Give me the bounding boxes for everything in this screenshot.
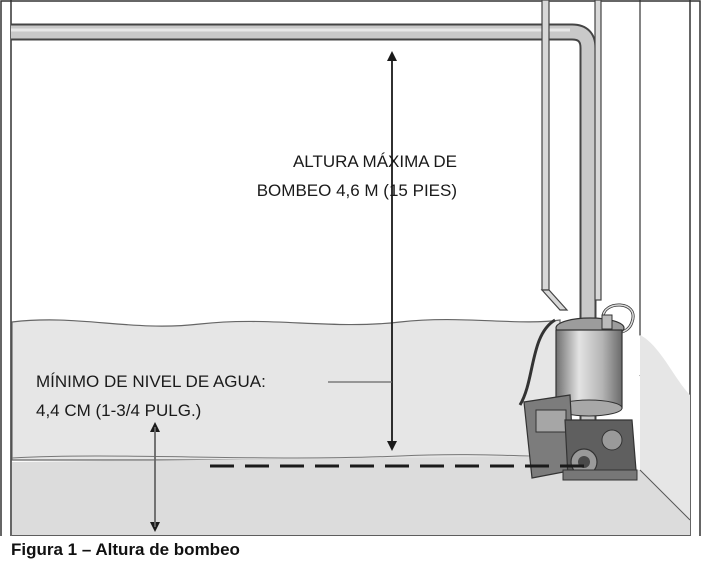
min-water-label-line1: MÍNIMO DE NIVEL DE AGUA: bbox=[36, 372, 266, 391]
submersible-pump bbox=[518, 303, 638, 481]
caption-bar bbox=[0, 536, 701, 564]
discharge-pipe bbox=[11, 23, 597, 455]
vent-pipe bbox=[540, 0, 602, 311]
min-water-level-label: MÍNIMO DE NIVEL DE AGUA: 4,4 CM (1-3/4 P… bbox=[36, 367, 336, 425]
figure-caption: Figura 1 – Altura de bombeo bbox=[11, 540, 240, 559]
min-water-label-line2: 4,4 CM (1-3/4 PULG.) bbox=[36, 401, 202, 420]
max-head-label-line1: ALTURA MÁXIMA DE bbox=[292, 152, 457, 171]
max-head-label: ALTURA MÁXIMA DE BOMBEO 4,6 M (15 PIES) bbox=[195, 147, 457, 205]
water bbox=[11, 318, 690, 520]
max-head-label-line2: BOMBEO 4,6 M (15 PIES) bbox=[256, 181, 457, 200]
